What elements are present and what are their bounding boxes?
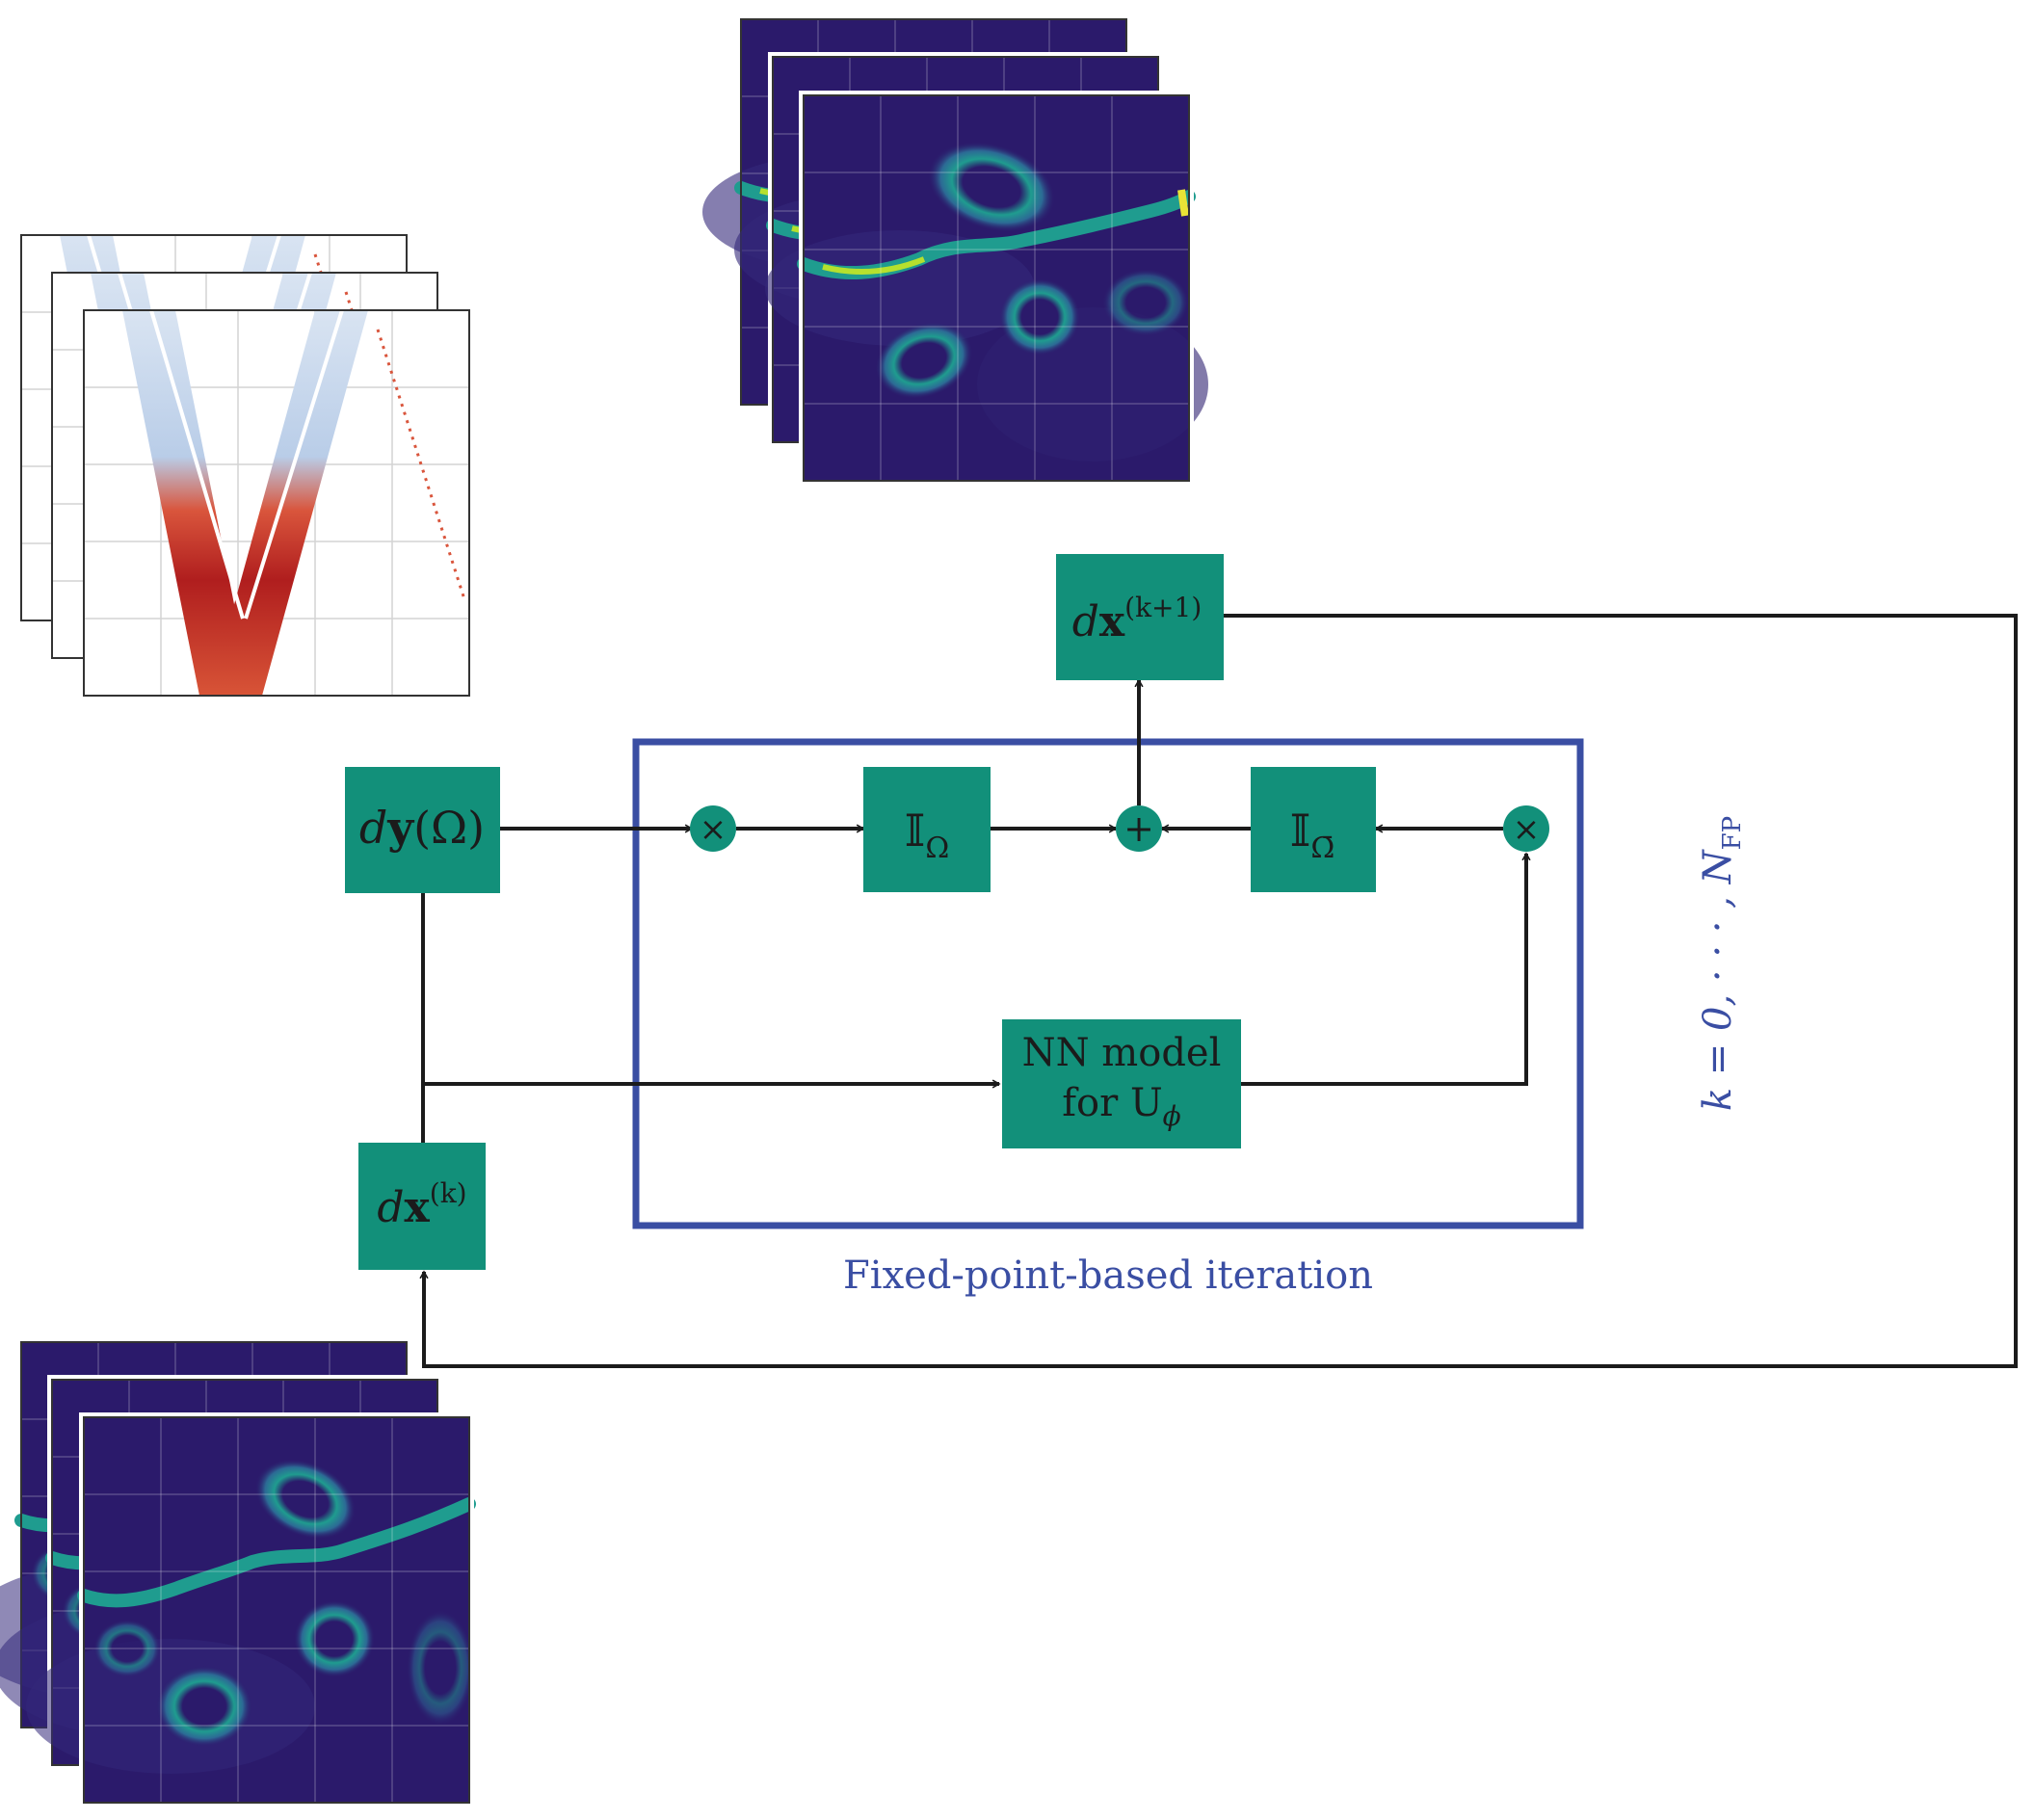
svg-text:𝕀Ω: 𝕀Ω xyxy=(905,804,949,865)
velocity-field-stack-bottom xyxy=(0,1342,474,1806)
edge-feedback-loop xyxy=(419,614,2018,1368)
svg-text:dx(k): dx(k) xyxy=(377,1177,466,1232)
svg-text:dy(Ω): dy(Ω) xyxy=(359,802,485,854)
sum-symbol: + xyxy=(1123,807,1154,850)
node-mask-omega: 𝕀Ω xyxy=(863,767,991,892)
svg-text:dx(k+1): dx(k+1) xyxy=(1072,592,1202,646)
fixed-point-iteration-frame xyxy=(632,738,1584,1229)
mult-left-symbol: × xyxy=(700,810,727,849)
svg-text:for Uϕ: for Uϕ xyxy=(1062,1081,1181,1132)
edges xyxy=(419,614,2018,1368)
velocity-field-stack-top xyxy=(702,19,1208,484)
nn-model-line1: NN model xyxy=(1022,1031,1222,1075)
node-mult-left: × xyxy=(690,805,736,852)
node-dx-k: dx(k) xyxy=(358,1143,486,1270)
node-dy: dy(Ω) xyxy=(345,767,500,893)
node-mult-right: × xyxy=(1503,805,1549,852)
mult-right-symbol: × xyxy=(1513,810,1541,849)
frame-caption: Fixed-point-based iteration xyxy=(843,1253,1373,1298)
loop-label: k = 0, · · · , NFP xyxy=(1696,816,1747,1111)
node-nn-model: NN model for Uϕ xyxy=(1002,1019,1241,1148)
node-sum: + xyxy=(1116,805,1162,852)
node-mask-omega-bar: 𝕀Ω̄ xyxy=(1251,767,1376,892)
node-dx-k1: dx(k+1) xyxy=(1056,554,1224,680)
seismic-data-stack xyxy=(19,233,471,698)
edge-nn-to-mult xyxy=(1241,852,1531,1086)
svg-text:𝕀Ω̄: 𝕀Ω̄ xyxy=(1290,804,1335,865)
